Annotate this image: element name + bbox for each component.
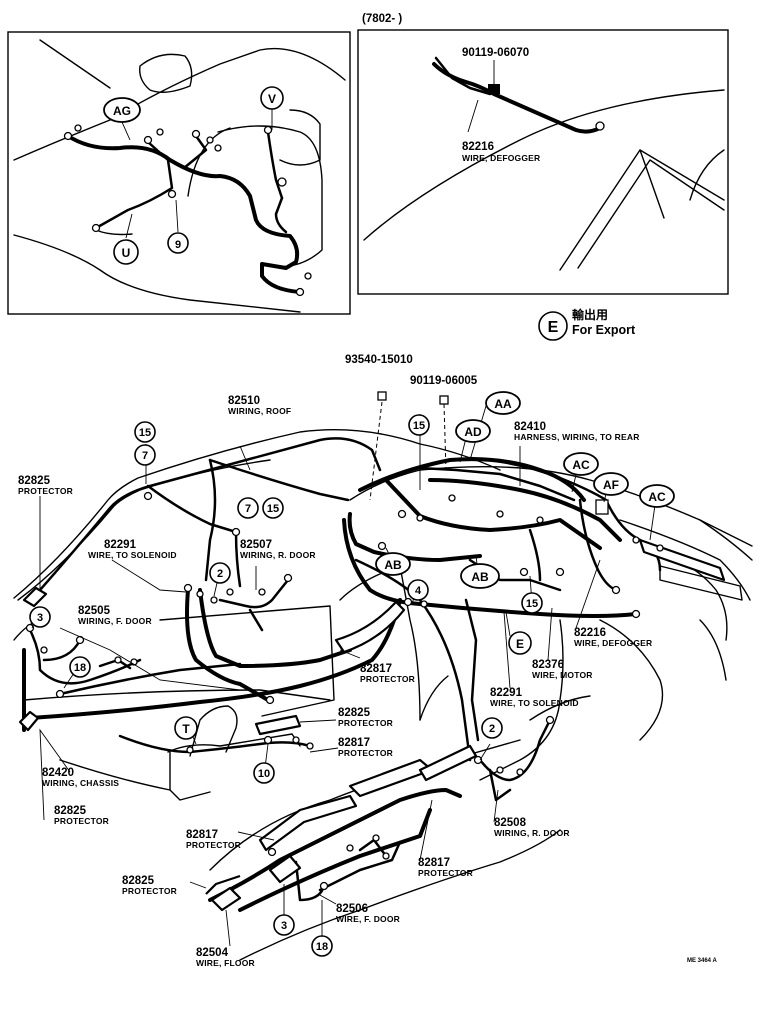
- ref-2a: 2: [217, 568, 223, 580]
- pn-82505: 82505: [78, 605, 111, 617]
- ref-U: U: [122, 246, 131, 260]
- nm-82507: WIRING, R. DOOR: [240, 550, 316, 560]
- ref-AB-1: AB: [384, 558, 402, 572]
- nm-82376: WIRE, MOTOR: [532, 670, 593, 680]
- pn-82817d: 82817: [418, 857, 450, 869]
- legend-jp: 輸出用: [572, 307, 608, 322]
- pn-82504: 82504: [196, 947, 229, 959]
- nm-82504: WIRE, FLOOR: [196, 958, 255, 968]
- inset-rear-seat: AG V U 9: [7, 31, 351, 315]
- nm-82410: HARNESS, WIRING, TO REAR: [514, 432, 640, 442]
- nm-82817d: PROTECTOR: [418, 868, 473, 878]
- ref-AC-2: AC: [648, 490, 666, 504]
- pn-82825a: 82825: [18, 475, 51, 487]
- inset-defogger-name: WIRE, DEFOGGER: [462, 153, 540, 163]
- ref-AB-2: AB: [471, 570, 489, 584]
- pn-82506: 82506: [336, 903, 368, 915]
- pn-82291a: 82291: [104, 539, 137, 551]
- nm-82505: WIRING, F. DOOR: [78, 616, 152, 626]
- inset-defogger-pn: 82216: [462, 141, 494, 153]
- pn-82825b: 82825: [338, 707, 371, 719]
- nm-82291b: WIRE, TO SOLENOID: [490, 698, 579, 708]
- ref-15c: 15: [413, 420, 425, 432]
- connectors: [25, 391, 664, 891]
- nm-82216: WIRE, DEFOGGER: [574, 638, 652, 648]
- pn-82376: 82376: [532, 659, 564, 671]
- ref-AA: AA: [494, 397, 512, 411]
- ref-7b: 7: [245, 503, 251, 515]
- ref-AD: AD: [464, 425, 482, 439]
- legend-en: For Export: [572, 323, 636, 337]
- model-code: (7802- ): [362, 13, 402, 25]
- nm-82506: WIRE, F. DOOR: [336, 914, 400, 924]
- ref-AC-1: AC: [572, 458, 590, 472]
- pn-82817b: 82817: [338, 737, 370, 749]
- pn-82507: 82507: [240, 539, 272, 551]
- ref-15d: 15: [526, 598, 538, 610]
- ref-15b: 15: [267, 503, 279, 515]
- pn-82420: 82420: [42, 767, 74, 779]
- nm-82817a: PROTECTOR: [360, 674, 415, 684]
- pn-82291b: 82291: [490, 687, 523, 699]
- ref-AF: AF: [603, 478, 619, 492]
- ref-10: 10: [258, 768, 270, 780]
- ref-3b: 3: [281, 920, 287, 932]
- pn-82817c: 82817: [186, 829, 218, 841]
- inset-bolt-pn: 90119-06070: [462, 47, 529, 59]
- nm-82825a: PROTECTOR: [18, 486, 73, 496]
- pn-82508: 82508: [494, 817, 527, 829]
- nm-82825d: PROTECTOR: [122, 886, 177, 896]
- ref-T: T: [182, 722, 190, 736]
- ref-AG: AG: [113, 104, 131, 118]
- ref-9: 9: [175, 239, 181, 251]
- ref-15a: 15: [139, 427, 151, 439]
- nm-82508: WIRING, R. DOOR: [494, 828, 570, 838]
- pn-93540: 93540-15010: [345, 354, 413, 366]
- inset-defogger: 90119-06070 82216 WIRE, DEFOGGER: [357, 29, 729, 295]
- ref-3a: 3: [37, 612, 43, 624]
- nm-82420: WIRING, CHASSIS: [42, 778, 119, 788]
- pn-82216: 82216: [574, 627, 606, 639]
- nm-82825c: PROTECTOR: [54, 816, 109, 826]
- ref-4: 4: [415, 585, 422, 597]
- pn-90119: 90119-06005: [410, 375, 478, 387]
- pn-82825d: 82825: [122, 875, 155, 887]
- harness-wires: [22, 437, 662, 912]
- nm-82291a: WIRE, TO SOLENOID: [88, 550, 177, 560]
- pn-82817a: 82817: [360, 663, 392, 675]
- reference-callouts: AA AD AC AF AC AB AB E T 15 7 7 15 15 15…: [29, 391, 675, 957]
- nm-82510: WIRING, ROOF: [228, 406, 291, 416]
- part-labels: 93540-15010 90119-06005 82510 WIRING, RO…: [18, 354, 652, 968]
- ref-2b: 2: [489, 723, 495, 735]
- protectors: [18, 499, 726, 912]
- footer-code: ME 3464 A: [687, 958, 717, 964]
- ref-E: E: [516, 637, 524, 651]
- nm-82825b: PROTECTOR: [338, 718, 393, 728]
- export-legend: E 輸出用 For Export: [538, 307, 636, 341]
- ref-18a: 18: [74, 662, 86, 674]
- pn-82825c: 82825: [54, 805, 87, 817]
- nm-82817c: PROTECTOR: [186, 840, 241, 850]
- ref-18b: 18: [316, 941, 328, 953]
- ref-7a: 7: [142, 450, 148, 462]
- pn-82410: 82410: [514, 421, 546, 433]
- ref-V: V: [268, 92, 276, 106]
- pn-82510: 82510: [228, 395, 260, 407]
- legend-symbol: E: [548, 319, 559, 336]
- nm-82817b: PROTECTOR: [338, 748, 393, 758]
